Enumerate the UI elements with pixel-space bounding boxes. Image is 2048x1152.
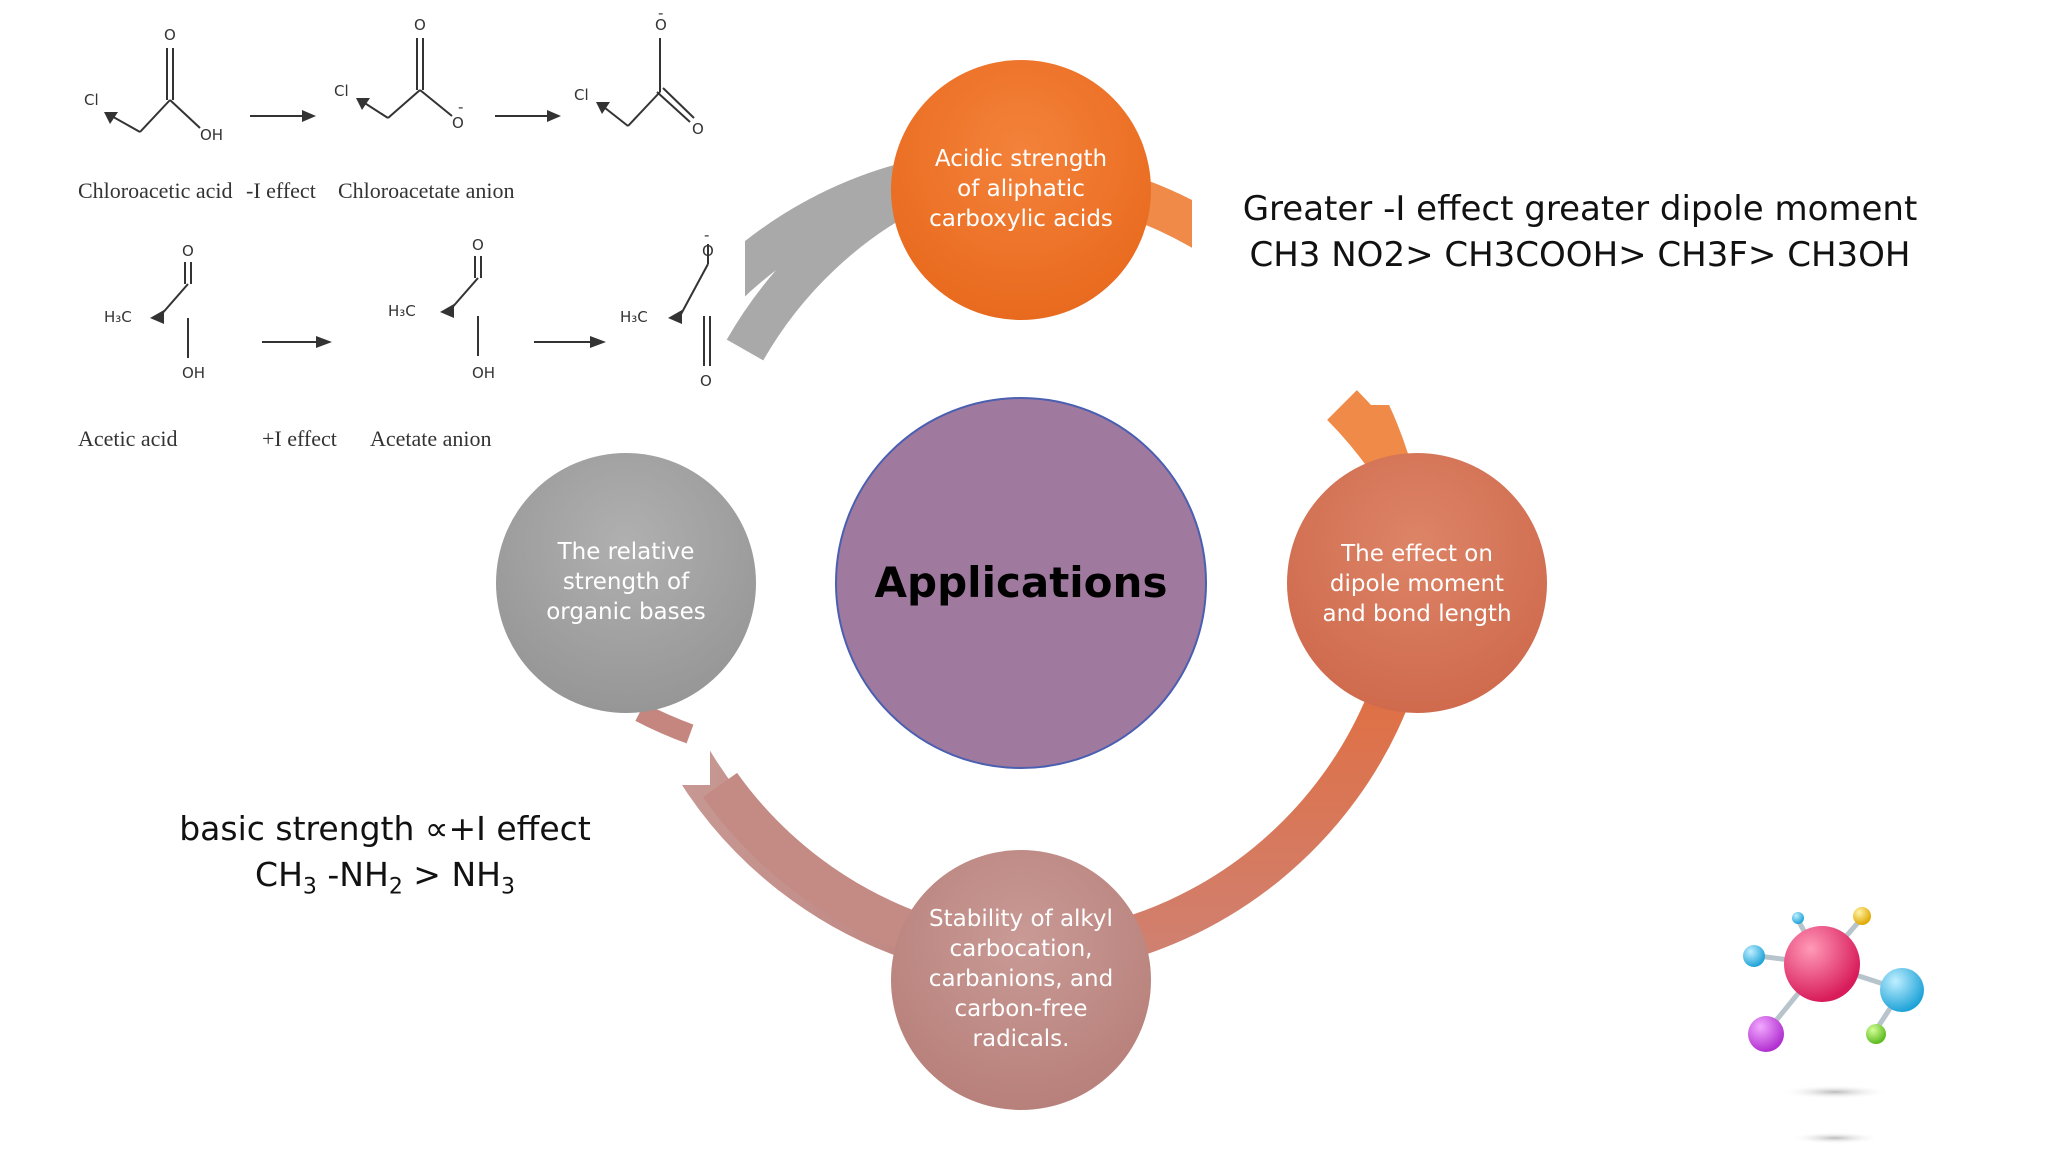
label-minus-i-effect: -I effect [246,178,316,203]
dipole-note-line2: CH3 NO2> CH3COOH> CH3F> CH3OH [1249,235,1911,275]
right-circle-label: The effect on dipole moment and bond len… [1322,541,1512,627]
atom-o-minus-2: O [452,114,464,132]
label-chloroacetic-acid: Chloroacetic acid [78,178,233,203]
bottom-circle-label: Stability of alkyl carbocation, carbanio… [928,906,1114,1052]
atom-h3c-2: H₃C [388,302,416,320]
atom-o-3b: O [692,120,704,138]
bottom-circle [891,850,1151,1110]
label-acetate-anion: Acetate anion [370,426,492,451]
left-circle-label: The relative strength of organic bases [546,539,706,625]
dipole-note-line1: Greater -I effect greater dipole moment [1242,189,1918,229]
atom-o-1: O [164,26,176,44]
atom-oh-1: OH [200,126,223,144]
atom-h3c-3: H₃C [620,308,648,326]
top-circle [891,60,1151,320]
reaction-structures: Cl O OH Cl O O - Cl O - O H₃C O OH H₃C O… [84,4,714,390]
atom-o-2: O [414,16,426,34]
atom-o-3a: O [655,16,667,34]
center-circle [835,397,1207,769]
top-circle-label: Acidic strength of aliphatic carboxylic … [929,146,1113,232]
atom-cl-2: Cl [334,82,349,100]
basic-note-line2: CH3 -NH2 > NH3 [255,855,515,900]
atom-minus-3: - [658,4,663,22]
atom-o-6a: O [702,242,714,260]
label-chloroacetate-anion: Chloroacetate anion [338,178,515,203]
atom-o-6b: O [700,372,712,390]
atom-o-4: O [182,242,194,260]
atom-minus-2: - [458,98,463,116]
atom-o-5: O [472,236,484,254]
dipole-note: Greater -I effect greater dipole moment … [1230,186,1930,278]
atom-cl-1: Cl [84,91,99,109]
center-label: Applications [874,557,1168,607]
atom-cl-3: Cl [574,86,589,104]
label-plus-i-effect: +I effect [262,426,337,451]
atom-oh-5: OH [472,364,495,382]
atom-oh-4: OH [182,364,205,382]
atom-minus-6: - [704,226,709,244]
left-circle [496,453,756,713]
molecule-icon [1743,907,1924,1144]
basic-strength-note: basic strength ∝+I effect CH3 -NH2 > NH3 [150,806,620,911]
label-acetic-acid: Acetic acid [78,426,178,451]
atom-h3c-1: H₃C [104,308,132,326]
basic-note-line1: basic strength ∝+I effect [179,809,591,848]
right-circle [1287,453,1547,713]
